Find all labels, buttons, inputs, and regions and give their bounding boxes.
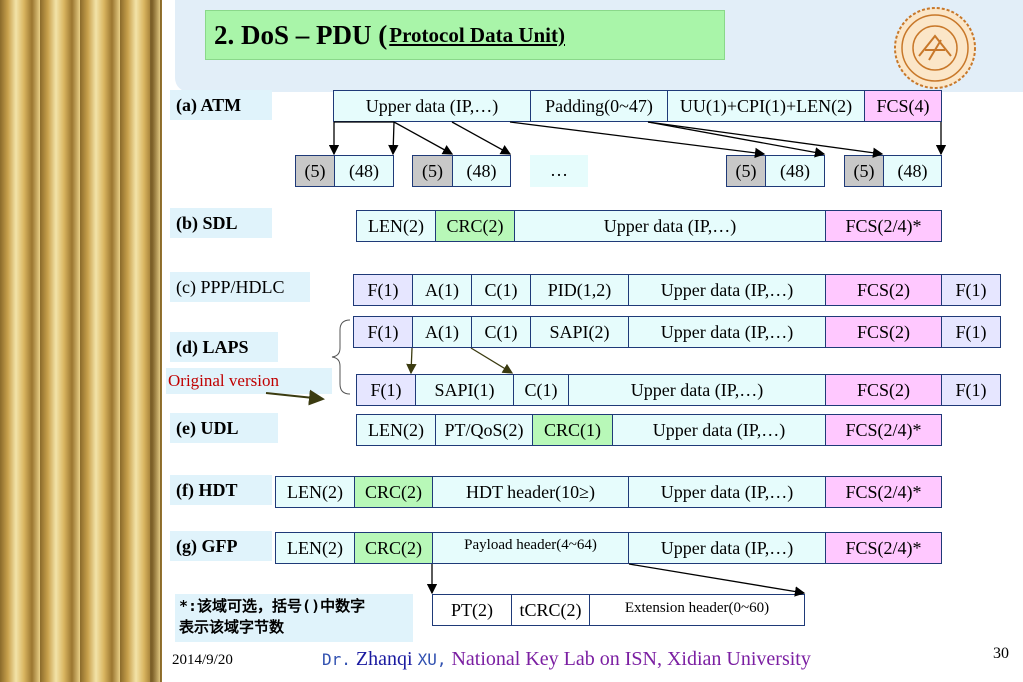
atm-fcs: FCS(4): [864, 90, 942, 122]
footer-date: 2014/9/20: [172, 652, 233, 668]
atm-cell-header: (5): [412, 155, 453, 187]
ppp-fcs: FCS(2): [825, 274, 942, 306]
footer-dr: Dr.: [322, 650, 351, 669]
laps-control: C(1): [471, 316, 531, 348]
gfp-payload-header: Payload header(4~64): [432, 532, 629, 564]
laps-address: A(1): [412, 316, 472, 348]
row-label-hdt: (f) HDT: [170, 475, 272, 505]
ppp-upper-data: Upper data (IP,…): [628, 274, 826, 306]
udl-pt-qos: PT/QoS(2): [435, 414, 533, 446]
laps-orig-sapi: SAPI(1): [415, 374, 514, 406]
footer-org: National Key Lab on ISN, Xidian Universi…: [451, 648, 811, 670]
footnote-line-1: *:该域可选，括号()中数字: [179, 597, 366, 615]
page-number: 30: [993, 645, 1009, 662]
gfp-crc: CRC(2): [354, 532, 433, 564]
atm-cell-payload: (48): [883, 155, 942, 187]
gfp-fcs: FCS(2/4)*: [825, 532, 942, 564]
title-sub: Protocol Data Unit): [389, 22, 565, 47]
gfp-upper-data: Upper data (IP,…): [628, 532, 826, 564]
row-label-atm: (a) ATM: [170, 90, 272, 120]
gfp-tcrc: tCRC(2): [511, 594, 590, 626]
row-label-ppp: (c) PPP/HDLC: [170, 272, 310, 302]
footnote: *:该域可选，括号()中数字 表示该域字节数: [175, 594, 413, 642]
footer-credit: Dr. Zhanqi XU, National Key Lab on ISN, …: [322, 648, 811, 671]
laps-upper-data: Upper data (IP,…): [628, 316, 826, 348]
atm-cell-header: (5): [844, 155, 884, 187]
atm-cell-payload: (48): [452, 155, 511, 187]
ppp-flag-end: F(1): [941, 274, 1001, 306]
row-label-sdl: (b) SDL: [170, 208, 272, 238]
udl-len: LEN(2): [356, 414, 436, 446]
footer-xu: XU,: [417, 650, 447, 669]
udl-crc: CRC(1): [532, 414, 613, 446]
laps-fcs: FCS(2): [825, 316, 942, 348]
atm-upper-data: Upper data (IP,…): [333, 90, 531, 122]
sdl-len: LEN(2): [356, 210, 436, 242]
atm-cell-payload: (48): [334, 155, 394, 187]
atm-padding: Padding(0~47): [530, 90, 668, 122]
footnote-line-2: 表示该域字节数: [179, 618, 285, 636]
sdl-upper-data: Upper data (IP,…): [514, 210, 826, 242]
hdt-upper-data: Upper data (IP,…): [628, 476, 826, 508]
ppp-address: A(1): [412, 274, 472, 306]
udl-fcs: FCS(2/4)*: [825, 414, 942, 446]
atm-cell-payload: (48): [765, 155, 825, 187]
atm-cell-ellipsis: …: [530, 155, 588, 187]
atm-cell-header: (5): [295, 155, 335, 187]
laps-sapi: SAPI(2): [530, 316, 629, 348]
row-label-udl: (e) UDL: [170, 413, 278, 443]
footer-name: Zhanqi: [355, 648, 413, 670]
row-label-gfp: (g) GFP: [170, 531, 272, 561]
ppp-control: C(1): [471, 274, 531, 306]
sdl-fcs: FCS(2/4)*: [825, 210, 942, 242]
laps-flag: F(1): [353, 316, 413, 348]
hdt-crc: CRC(2): [354, 476, 433, 508]
decorative-curtain: [0, 0, 162, 682]
hdt-header: HDT header(10≥): [432, 476, 629, 508]
original-version-label: Original version: [166, 368, 332, 394]
laps-orig-flag: F(1): [356, 374, 416, 406]
university-seal-icon: [894, 7, 976, 89]
ppp-flag: F(1): [353, 274, 413, 306]
hdt-fcs: FCS(2/4)*: [825, 476, 942, 508]
gfp-len: LEN(2): [275, 532, 355, 564]
row-label-laps: (d) LAPS: [170, 332, 278, 362]
ppp-pid: PID(1,2): [530, 274, 629, 306]
udl-upper-data: Upper data (IP,…): [612, 414, 826, 446]
title-main: 2. DoS – PDU (: [214, 19, 388, 50]
gfp-extension-header: Extension header(0~60): [589, 594, 805, 626]
laps-orig-upper-data: Upper data (IP,…): [568, 374, 826, 406]
atm-trailer: UU(1)+CPI(1)+LEN(2): [667, 90, 865, 122]
gfp-pt: PT(2): [432, 594, 512, 626]
laps-flag-end: F(1): [941, 316, 1001, 348]
sdl-crc: CRC(2): [435, 210, 515, 242]
atm-cell-header: (5): [726, 155, 766, 187]
laps-orig-fcs: FCS(2): [825, 374, 942, 406]
laps-orig-flag-end: F(1): [941, 374, 1001, 406]
slide-title: 2. DoS – PDU (Protocol Data Unit): [205, 10, 725, 60]
